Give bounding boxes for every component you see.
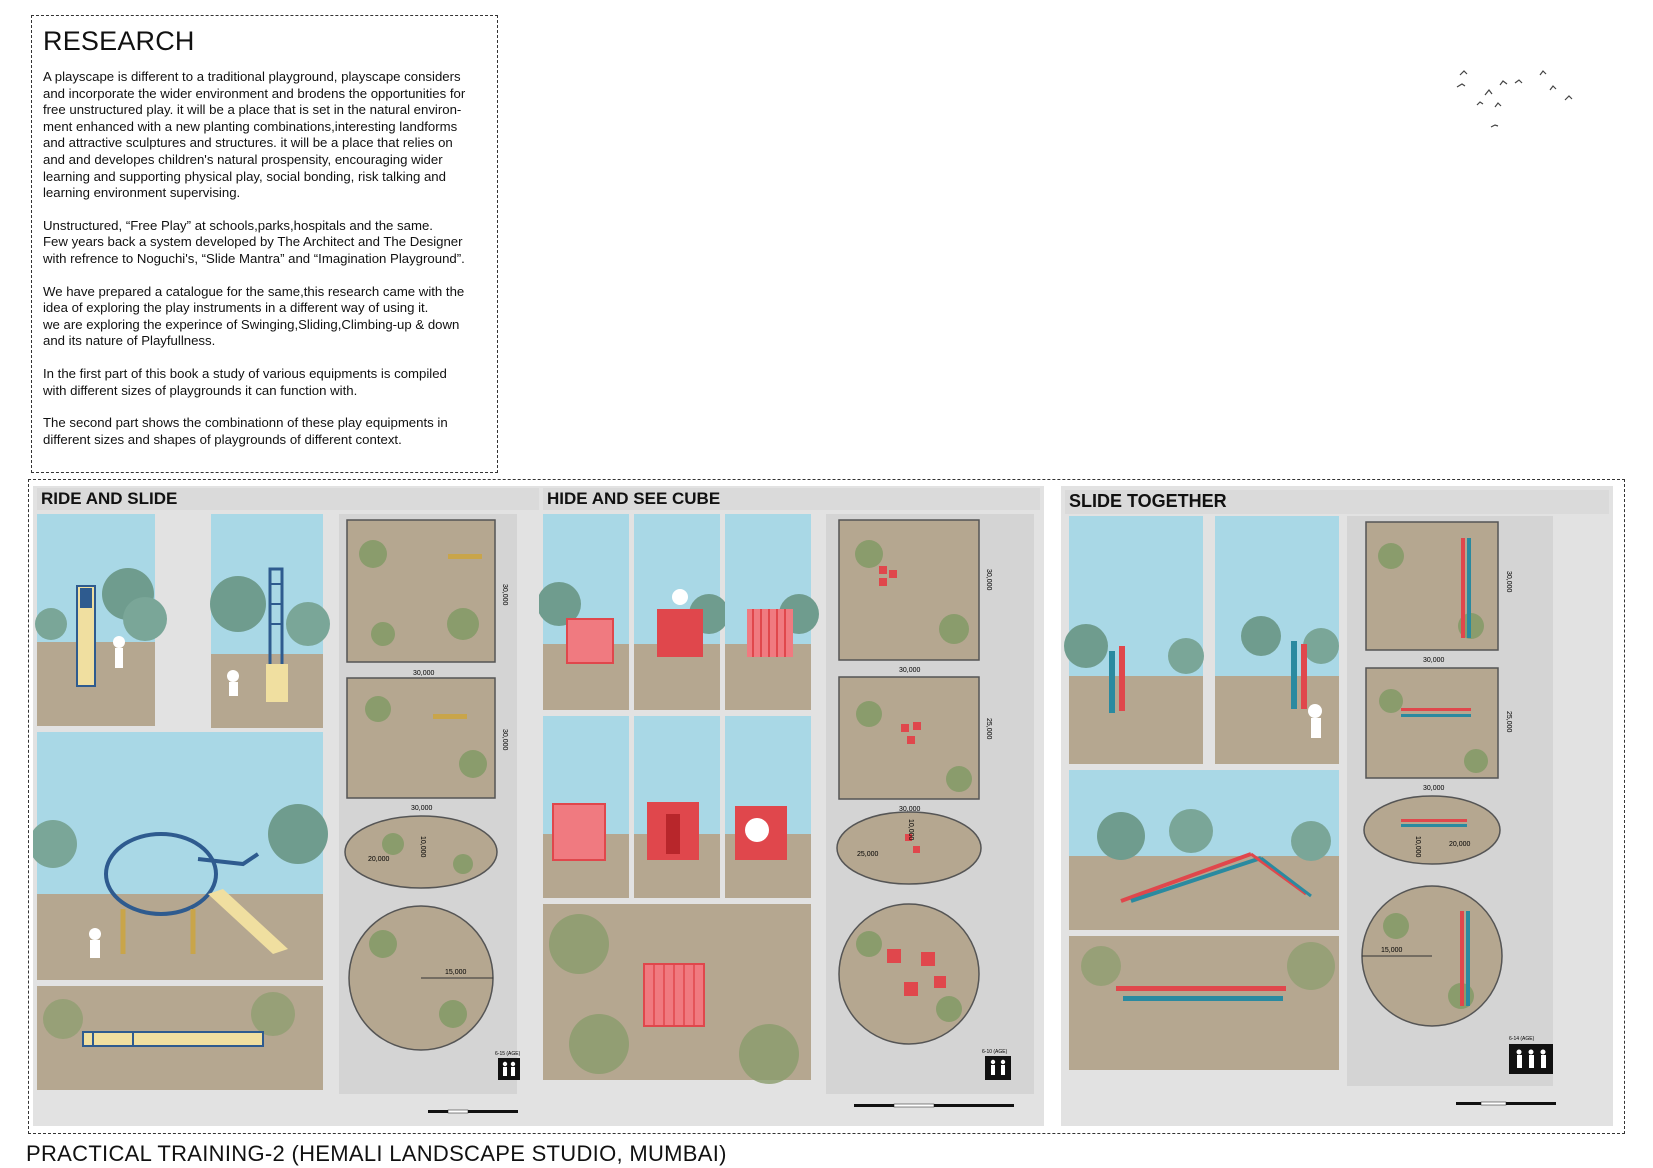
dim-label: 10,000 bbox=[1414, 836, 1421, 858]
panel-title: RIDE AND SLIDE bbox=[37, 488, 552, 510]
plan-square-1: 30,000 30,000 bbox=[838, 519, 992, 674]
dim-label: 10,000 bbox=[907, 819, 914, 841]
research-paragraph-3: We have prepared a catalogue for the sam… bbox=[43, 283, 465, 349]
scale-bar bbox=[1456, 1101, 1556, 1106]
plan-cube bbox=[543, 904, 811, 1084]
panel-title: SLIDE TOGETHER bbox=[1065, 490, 1609, 514]
dim-label: 30,000 bbox=[1423, 657, 1445, 664]
plan-square-2: 30,000 30,000 bbox=[346, 677, 508, 812]
ride-and-slide-drawings: 30,000 30,000 30,000 30,000 10,000 20,00… bbox=[33, 514, 521, 1094]
footer-caption: PRACTICAL TRAINING-2 (HEMALI LANDSCAPE S… bbox=[26, 1141, 727, 1166]
research-box: RESEARCH A playscape is different to a t… bbox=[31, 15, 498, 473]
plan-oval: 20,000 10,000 bbox=[1363, 795, 1501, 865]
perspective-elephant-slide bbox=[33, 732, 328, 980]
dim-label: 30,000 bbox=[985, 569, 992, 591]
research-paragraph-1: A playscape is different to a traditiona… bbox=[43, 69, 466, 201]
dim-label: 20,000 bbox=[1449, 841, 1471, 848]
panels-frame: RIDE AND SLIDE bbox=[28, 479, 1625, 1134]
svg-text:6-15 (AGE): 6-15 (AGE) bbox=[495, 1051, 521, 1057]
panel-slide-together: SLIDE TOGETHER bbox=[1061, 486, 1613, 1126]
scale-bar bbox=[854, 1103, 1014, 1108]
research-title: RESEARCH bbox=[43, 26, 195, 56]
perspective-slide-front bbox=[35, 514, 167, 726]
dim-label: 30,000 bbox=[501, 729, 508, 751]
panel-title: HIDE AND SEE CUBE bbox=[543, 488, 1040, 510]
children-age-icon: 6-14 (AGE) bbox=[1509, 1036, 1553, 1074]
research-paragraph-5: The second part shows the combinationn o… bbox=[43, 415, 448, 447]
research-paragraph-4: In the first part of this book a study o… bbox=[43, 365, 447, 398]
children-age-icon: 6-15 (AGE) bbox=[495, 1051, 521, 1080]
dim-label: 30,000 bbox=[501, 584, 508, 606]
plan-oval: 10,000 20,000 bbox=[344, 815, 498, 889]
children-age-icon: 6-10 (AGE) bbox=[982, 1049, 1011, 1080]
perspective-long-slide bbox=[1069, 770, 1339, 930]
slide-together-drawings: 30,000 30,000 25,000 30,000 20,000 10,00… bbox=[1064, 516, 1553, 1086]
dim-label: 30,000 bbox=[413, 670, 435, 677]
dim-label: 30,000 bbox=[1423, 785, 1445, 792]
dim-label: 30,000 bbox=[899, 667, 921, 674]
dim-label: 30,000 bbox=[899, 806, 921, 813]
plan-long-slide bbox=[1069, 936, 1339, 1070]
plan-circle: 15,000 bbox=[1361, 885, 1503, 1027]
plan-square-1: 30,000 30,000 bbox=[346, 519, 508, 677]
plan-oval: 10,000 25,000 bbox=[836, 811, 982, 885]
perspective-twin-slide-1 bbox=[1064, 516, 1204, 764]
birds-sketch bbox=[1456, 70, 1573, 128]
panel-ride-and-slide: RIDE AND SLIDE bbox=[33, 486, 556, 1126]
svg-text:6-14 (AGE): 6-14 (AGE) bbox=[1509, 1036, 1535, 1042]
dim-label: 25,000 bbox=[1505, 711, 1512, 733]
perspective-twin-slide-2 bbox=[1215, 516, 1339, 764]
dim-label: 15,000 bbox=[445, 969, 467, 976]
plan-square-2: 25,000 30,000 bbox=[1365, 667, 1512, 792]
dim-label: 30,000 bbox=[411, 805, 433, 812]
research-paragraph-2: Unstructured, “Free Play” at schools,par… bbox=[43, 217, 465, 266]
dim-label: 25,000 bbox=[857, 851, 879, 858]
perspectives-cube-row-2 bbox=[543, 716, 811, 898]
panel-hide-and-see-cube: HIDE AND SEE CUBE bbox=[539, 486, 1044, 1126]
dim-label: 20,000 bbox=[368, 856, 390, 863]
perspectives-cube-row-1 bbox=[539, 514, 819, 710]
perspective-slide-side bbox=[210, 514, 330, 728]
dim-label: 30,000 bbox=[1505, 571, 1512, 593]
scale-bar bbox=[428, 1109, 518, 1114]
plan-elephant-slide bbox=[37, 986, 323, 1090]
hide-and-see-cube-drawings: 30,000 30,000 25,000 30,000 10,000 25,00… bbox=[539, 514, 1034, 1094]
dim-label: 25,000 bbox=[985, 718, 992, 740]
svg-text:6-10 (AGE): 6-10 (AGE) bbox=[982, 1049, 1008, 1055]
dim-label: 10,000 bbox=[419, 836, 426, 858]
plan-circle: 15,000 bbox=[348, 905, 494, 1051]
dim-label: 15,000 bbox=[1381, 947, 1403, 954]
plan-square-2: 25,000 30,000 bbox=[838, 676, 992, 813]
plan-square-1: 30,000 30,000 bbox=[1365, 521, 1512, 664]
plan-circle bbox=[838, 903, 980, 1045]
